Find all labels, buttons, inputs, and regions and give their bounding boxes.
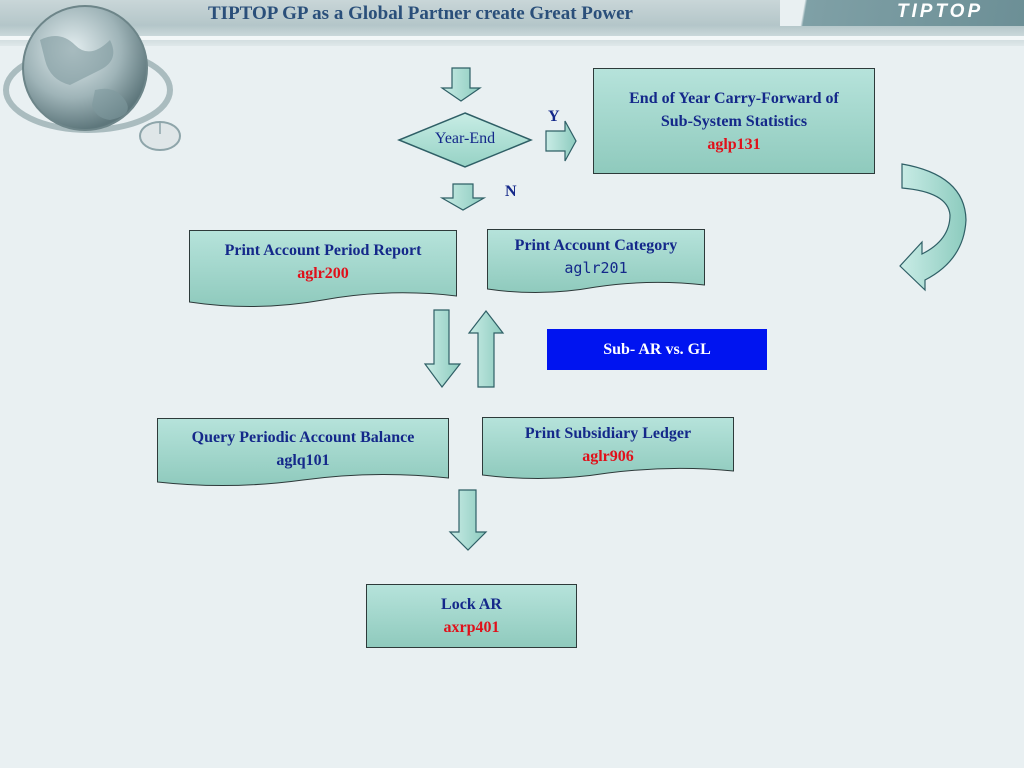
carry-forward-title: End of Year Carry-Forward of Sub-System … <box>629 90 839 130</box>
arrow-curved-return <box>899 163 967 292</box>
period-report-code: aglr200 <box>297 265 349 282</box>
arrow-up-middle <box>467 310 505 388</box>
lock-ar-box: Lock AR axrp401 <box>366 584 577 648</box>
subsidiary-ledger-box: Print Subsidiary Ledger aglr906 <box>482 417 734 483</box>
period-report-title: Print Account Period Report <box>224 242 422 259</box>
lock-ar-code: axrp401 <box>443 619 500 636</box>
account-category-box: Print Account Category aglr201 <box>487 229 705 297</box>
account-category-code: aglr201 <box>564 259 628 277</box>
document-shape <box>157 418 449 487</box>
decision-label: Year-End <box>434 130 496 147</box>
arrow-down-lock <box>448 489 488 551</box>
arrow-down-middle <box>423 309 462 388</box>
lock-ar-title: Lock AR <box>441 596 502 613</box>
arrow-down-no <box>439 183 487 211</box>
brand-panel <box>780 0 1024 26</box>
subsidiary-ledger-title: Print Subsidiary Ledger <box>524 425 692 442</box>
subsidiary-ledger-code: aglr906 <box>582 448 634 465</box>
page-title: TIPTOP GP as a Global Partner create Gre… <box>208 3 633 24</box>
sub-ar-vs-gl-label: Sub- AR vs. GL <box>547 329 767 370</box>
globe-icon <box>3 5 181 151</box>
document-shape <box>487 229 705 294</box>
yes-label: Y <box>548 108 560 125</box>
carry-forward-box: End of Year Carry-Forward of Sub-System … <box>593 68 875 174</box>
query-balance-box: Query Periodic Account Balance aglq101 <box>157 418 449 488</box>
query-balance-title: Query Periodic Account Balance <box>191 429 415 446</box>
document-shape <box>482 417 734 480</box>
period-report-box: Print Account Period Report aglr200 <box>189 230 457 310</box>
brand-logo: TIPTOP <box>896 1 984 22</box>
header-stripe <box>0 36 1024 40</box>
query-balance-code: aglq101 <box>276 452 330 469</box>
arrow-down-start <box>440 67 482 102</box>
document-shape <box>189 230 457 308</box>
mouse-icon <box>139 121 181 151</box>
decision-diamond <box>397 112 533 168</box>
arrow-right-yes <box>545 120 577 162</box>
account-category-title: Print Account Category <box>514 237 678 254</box>
carry-forward-code: aglp131 <box>707 136 761 153</box>
no-label: N <box>505 183 517 200</box>
